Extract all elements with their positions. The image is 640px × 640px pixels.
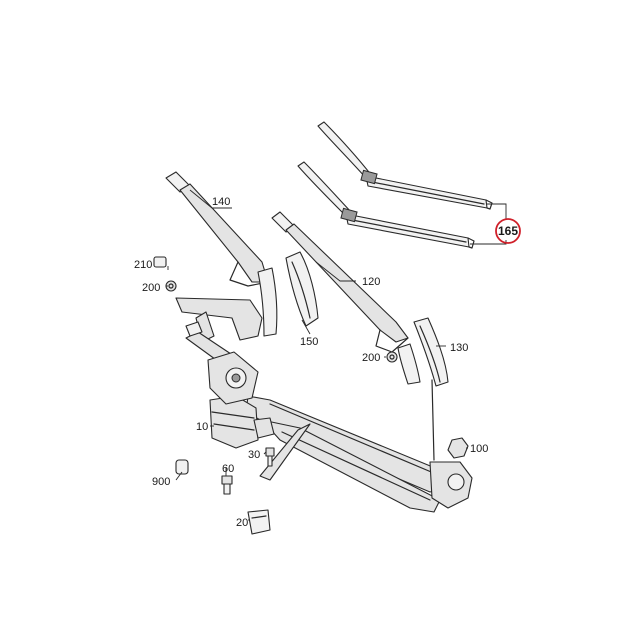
arm-cover-small[interactable] [397,343,421,385]
callout-120: 120 [362,276,380,288]
cap-210[interactable] [153,256,167,268]
arm-cover-130[interactable] [413,317,449,387]
callout-140: 140 [212,196,230,208]
wiper-motor[interactable] [207,351,275,449]
callout-10: 10 [196,421,208,433]
wiper-arm-right[interactable] [271,211,409,353]
callout-150: 150 [300,336,318,348]
bracket-20[interactable] [247,509,271,535]
callout-900: 900 [152,476,170,488]
highlight-circle [495,218,521,244]
callout-210: 210 [134,259,152,271]
callout-165: 165 [498,224,518,238]
callout-30: 30 [248,449,260,461]
callout-60: 60 [222,463,234,475]
callout-165-highlight[interactable]: 165 [495,218,521,244]
arm-cover-150[interactable] [285,251,319,327]
callout-20: 20 [236,517,248,529]
screw-60[interactable] [221,475,233,495]
wiper-blade-upper[interactable] [317,121,493,210]
callout-200-left: 200 [142,282,160,294]
leader-lines [166,189,507,521]
arm-cover-left-lower[interactable] [257,267,278,337]
grommet-900[interactable] [175,459,189,475]
callout-200-right: 200 [362,352,380,364]
wiper-blade-lower[interactable] [297,161,475,249]
callout-100: 100 [470,443,488,455]
wiper-arm-left[interactable] [165,171,269,287]
callout-130: 130 [450,342,468,354]
nut-100[interactable] [447,437,469,459]
pivot-cap[interactable] [185,321,203,337]
nut-200-right[interactable] [386,351,398,363]
